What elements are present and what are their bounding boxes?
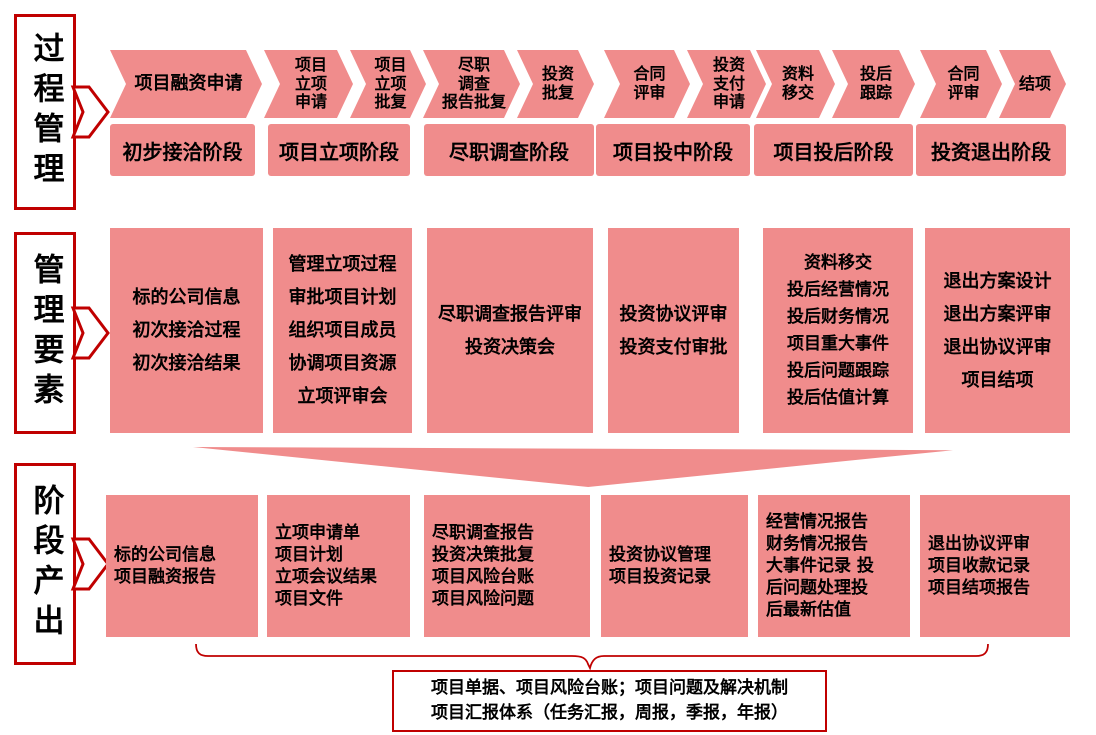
output-box: 标的公司信息 项目融资报告 [106, 495, 258, 637]
output-box: 立项申请单 项目计划 立项会议结果 项目文件 [267, 495, 410, 637]
section-label-outputs: 阶段产出 [27, 484, 64, 644]
process-step-chevron: 尽职 调查 报告批复 [423, 50, 520, 118]
process-step-chevron: 合同 评审 [920, 50, 1002, 118]
section-label-elements: 管理要素 [27, 253, 64, 413]
section-arrow-icon [70, 306, 110, 360]
section-arrow-icon [70, 537, 110, 591]
output-box: 尽职调查报告 投资决策批复 项目风险台账 项目风险问题 [424, 495, 590, 637]
stage-bar: 初步接洽阶段 [110, 124, 255, 176]
output-box: 经营情况报告 财务情况报告 大事件记录 投 后问题处理投 后最新估值 [758, 495, 910, 637]
stage-bar: 项目投后阶段 [754, 124, 913, 176]
element-box: 尽职调查报告评审 投资决策会 [427, 228, 593, 433]
process-step-chevron: 资料 移交 [756, 50, 835, 118]
stage-bar: 项目立项阶段 [268, 124, 410, 176]
element-box: 管理立项过程 审批项目计划 组织项目成员 协调项目资源 立项评审会 [273, 228, 412, 433]
element-box: 资料移交 投后经营情况 投后财务情况 项目重大事件 投后问题跟踪 投后估值计算 [763, 228, 913, 433]
element-box: 标的公司信息 初次接洽过程 初次接洽结果 [110, 228, 263, 433]
section-box-outputs: 阶段产出 [14, 463, 76, 665]
process-step-chevron: 项目 立项 批复 [350, 50, 426, 118]
footer-note: 项目单据、项目风险台账；项目问题及解决机制 项目汇报体系（任务汇报，周报，季报，… [392, 670, 827, 732]
brace-icon [195, 643, 989, 671]
process-step-chevron: 投资 支付 申请 [687, 50, 766, 118]
section-box-process: 过程管理 [14, 14, 76, 210]
process-step-chevron: 结项 [999, 50, 1066, 118]
section-label-process: 过程管理 [27, 32, 64, 192]
element-box: 退出方案设计 退出方案评审 退出协议评审 项目结项 [925, 228, 1070, 433]
section-arrow-icon [70, 85, 110, 139]
element-box: 投资协议评审 投资支付审批 [608, 228, 739, 433]
process-step-chevron: 投资 批复 [517, 50, 594, 118]
process-step-chevron: 项目融资申请 [110, 50, 262, 118]
stage-bar: 项目投中阶段 [596, 124, 750, 176]
stage-bar: 投资退出阶段 [916, 124, 1066, 176]
output-box: 退出协议评审 项目收款记录 项目结项报告 [920, 495, 1070, 637]
process-step-chevron: 项目 立项 申请 [264, 50, 353, 118]
section-box-elements: 管理要素 [14, 232, 76, 434]
process-step-chevron: 投后 跟踪 [832, 50, 915, 118]
output-box: 投资协议管理 项目投资记录 [601, 495, 748, 637]
stage-bar: 尽职调查阶段 [424, 124, 594, 176]
funnel-triangle [193, 447, 953, 487]
process-step-chevron: 合同 评审 [604, 50, 690, 118]
